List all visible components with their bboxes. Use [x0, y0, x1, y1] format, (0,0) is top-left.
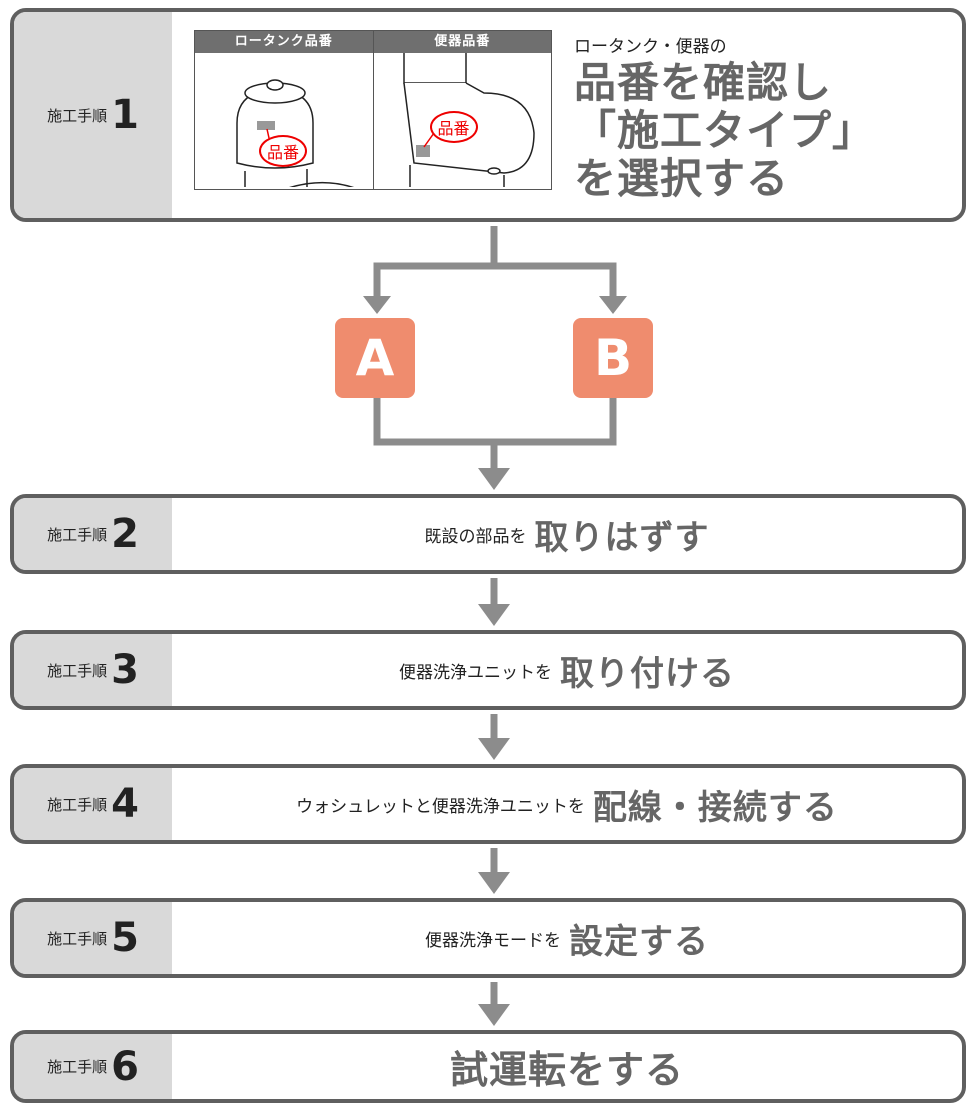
arrowhead-to-step4 — [478, 738, 510, 760]
step-6-label: 施工手順 6 — [14, 1034, 172, 1099]
step-label-text: 施工手順 — [47, 795, 108, 814]
step-number: 1 — [111, 92, 139, 138]
step-action: 試運転をする — [449, 1048, 684, 1092]
step-2-box: 施工手順 2 既設の部品を 取りはずす — [10, 494, 966, 574]
step-description: 便器洗浄モードを — [425, 930, 561, 951]
step-4-content: ウォシュレットと便器洗浄ユニットを 配線・接続する — [172, 768, 962, 840]
step-3-label: 施工手順 3 — [14, 634, 172, 706]
step-number: 6 — [111, 1043, 139, 1090]
step-5-content: 便器洗浄モードを 設定する — [172, 902, 962, 974]
step-1-subtitle: ロータンク・便器の — [574, 37, 727, 57]
step-action: 取りはずす — [534, 517, 710, 558]
step-action: 取り付ける — [560, 653, 735, 694]
arrowhead-to-step2 — [478, 468, 510, 490]
step-label-text: 施工手順 — [47, 661, 108, 680]
connector-merge — [373, 398, 617, 446]
type-b-badge: B — [573, 318, 653, 398]
step-label-text: 施工手順 — [47, 929, 108, 948]
step-1-title-line: 「施工タイプ」 — [574, 106, 876, 155]
step-2-label: 施工手順 2 — [14, 498, 172, 570]
step-6-content: 試運転をする — [172, 1034, 962, 1099]
step-6-box: 施工手順 6 試運転をする — [10, 1030, 966, 1103]
step-description: 便器洗浄ユニットを — [399, 662, 552, 683]
step-3-content: 便器洗浄ユニットを 取り付ける — [172, 634, 962, 706]
arrowhead-to-step6 — [478, 1004, 510, 1026]
picture-header: ロータンク品番 — [195, 31, 373, 53]
step-1-label: 施工手順 1 — [14, 12, 172, 218]
step-4-box: 施工手順 4 ウォシュレットと便器洗浄ユニットを 配線・接続する — [10, 764, 966, 844]
step-1-box: 施工手順 1 ロータンク品番 品番 便器品番 — [10, 8, 966, 222]
step-1-title-line: 品番を確認し — [574, 58, 833, 107]
type-a-badge: A — [335, 318, 415, 398]
step-5-label: 施工手順 5 — [14, 902, 172, 974]
step-label-text: 施工手順 — [47, 525, 108, 544]
step-3-box: 施工手順 3 便器洗浄ユニットを 取り付ける — [10, 630, 966, 710]
step-number: 3 — [111, 647, 139, 693]
tank-picture: ロータンク品番 品番 — [195, 31, 373, 189]
arrowhead-to-step3 — [478, 604, 510, 626]
step-1-title: ロータンク・便器の 品番を確認し 「施工タイプ」 を選択する — [574, 32, 875, 203]
step-5-box: 施工手順 5 便器洗浄モードを 設定する — [10, 898, 966, 978]
part-number-callout-toilet: 品番 — [429, 111, 478, 143]
step-label-text: 施工手順 — [47, 1058, 108, 1076]
step-2-content: 既設の部品を 取りはずす — [172, 498, 962, 570]
arrowhead-to-step5 — [478, 872, 510, 894]
step-number: 4 — [111, 781, 139, 827]
connector-split — [373, 262, 617, 298]
step-4-label: 施工手順 4 — [14, 768, 172, 840]
arrowhead-a — [363, 296, 391, 314]
step-number: 5 — [111, 915, 139, 961]
arrowhead-b — [599, 296, 627, 314]
picture-header: 便器品番 — [373, 31, 551, 53]
toilet-picture: 便器品番 品番 — [372, 31, 551, 189]
step-action: 設定する — [569, 921, 709, 962]
part-number-callout-tank: 品番 — [259, 135, 308, 167]
step-label-text: 施工手順 — [47, 106, 108, 125]
step-description: ウォシュレットと便器洗浄ユニットを — [296, 796, 585, 817]
step-number: 2 — [111, 511, 139, 557]
part-number-pictures: ロータンク品番 品番 便器品番 — [194, 30, 552, 190]
step-action: 配線・接続する — [592, 787, 838, 828]
step-description: 既設の部品を — [424, 526, 527, 547]
step-1-title-line: を選択する — [574, 154, 790, 203]
